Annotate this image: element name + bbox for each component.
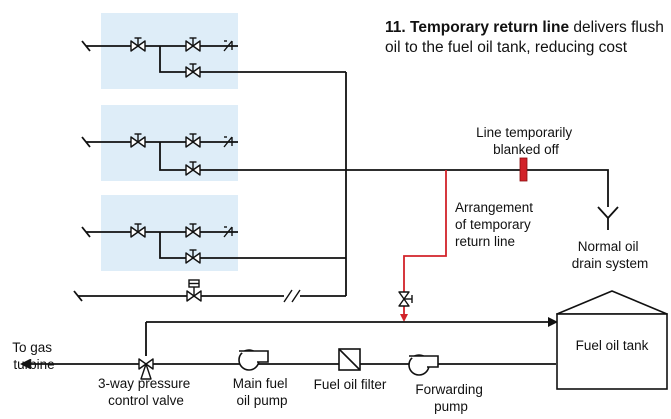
drain-system-label: Normal oil drain system [572, 239, 649, 271]
heading-title: Temporary return line [410, 19, 570, 36]
to-gas-turbine-label: To gas turbine [12, 340, 56, 372]
filter-icon [338, 348, 361, 371]
valve-panels [101, 13, 238, 271]
blank-flange-icon [519, 157, 528, 182]
forwarding-pump-label: Forwarding pump [415, 382, 486, 414]
tank-label: Fuel oil tank [576, 338, 649, 353]
fuel-oil-tank-icon [556, 290, 668, 390]
control-valve-icon [186, 279, 202, 302]
arrangement-label: Arrangement of temporary return line [455, 200, 537, 249]
to-turbine-arrow-icon [20, 359, 30, 369]
main-pump-icon [238, 349, 269, 371]
heading-description: delivers flush oil to the fuel oil tank,… [385, 19, 664, 56]
bypass-line-fittings [186, 279, 301, 303]
temporary-line-valve-icon [398, 291, 413, 307]
diagram-heading: 11. Temporary return line delivers flush… [385, 18, 670, 57]
valve-panel-2 [101, 105, 238, 181]
temporary-line-arrow-icon [400, 314, 408, 322]
three-way-valve-label: 3-way pressure control valve [98, 376, 194, 408]
supply-line [28, 321, 556, 365]
heading-number: 11. [385, 19, 406, 36]
temporary-return-line [403, 170, 447, 314]
blanked-off-label: Line temporarily blanked off [476, 125, 576, 157]
drain-funnel-icon [597, 206, 619, 230]
filter-label: Fuel oil filter [314, 377, 387, 392]
valve-panel-3 [101, 195, 238, 271]
forwarding-pump-icon [408, 354, 439, 376]
main-pump-label: Main fuel oil pump [233, 376, 292, 408]
pipe-break-icon [283, 289, 301, 303]
tank-inlet-arrow-icon [548, 317, 558, 327]
valve-panel-1 [101, 13, 238, 89]
branch-pipes [73, 40, 609, 302]
three-way-valve-icon [138, 350, 154, 380]
